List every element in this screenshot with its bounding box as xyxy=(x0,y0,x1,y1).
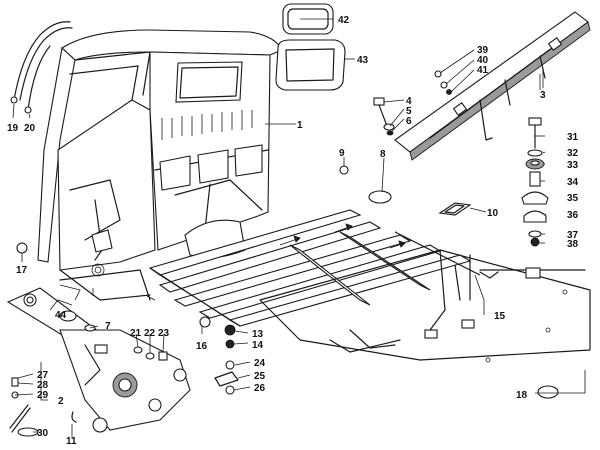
callout-15: 15 xyxy=(494,311,506,322)
callout-7: 7 xyxy=(105,321,111,332)
callout-13: 13 xyxy=(252,329,264,340)
callout-31: 31 xyxy=(567,132,579,143)
callout-10: 10 xyxy=(487,208,499,219)
bolt-assembly-4-6 xyxy=(373,97,395,136)
callout-28: 28 xyxy=(37,380,49,391)
callout-3: 3 xyxy=(540,90,546,101)
floor-frame-rails xyxy=(148,209,591,363)
callout-40: 40 xyxy=(477,55,489,66)
body-mount-stack xyxy=(521,117,549,247)
leader-lines xyxy=(12,18,586,438)
callout-37: 37 xyxy=(567,230,579,241)
callout-43: 43 xyxy=(357,55,369,66)
callout-38: 38 xyxy=(567,239,579,250)
callout-36: 36 xyxy=(567,210,579,221)
callout-44: 44 xyxy=(55,310,67,321)
front-cross-member xyxy=(6,287,191,433)
plug-10 xyxy=(438,202,472,216)
callout-9: 9 xyxy=(339,148,345,159)
door-seal-strips xyxy=(10,21,73,114)
callout-20: 20 xyxy=(24,123,36,134)
callout-6: 6 xyxy=(406,116,412,127)
callout-22: 22 xyxy=(144,328,156,339)
callout-21: 21 xyxy=(130,328,142,339)
frame-rail-upper xyxy=(394,11,591,161)
callout-24: 24 xyxy=(254,358,266,369)
callout-14: 14 xyxy=(252,340,264,351)
callout-30: 30 xyxy=(37,428,49,439)
callout-23: 23 xyxy=(158,328,170,339)
callout-1: 1 xyxy=(297,120,303,131)
callout-11: 11 xyxy=(66,436,77,447)
callout-34: 34 xyxy=(567,177,579,188)
callout-32: 32 xyxy=(567,148,579,159)
fasteners-39-41 xyxy=(434,70,452,95)
callout-33: 33 xyxy=(567,160,579,171)
plug-8 xyxy=(368,190,392,204)
grommet-9 xyxy=(339,165,349,175)
callout-labels: 1 2 3 4 5 6 7 8 9 10 11 13 14 15 16 17 1… xyxy=(7,15,579,447)
cab-body-shell xyxy=(37,29,283,301)
callout-2: 2 xyxy=(58,396,64,407)
callout-41: 41 xyxy=(477,65,489,76)
callout-4: 4 xyxy=(406,96,412,107)
callout-29: 29 xyxy=(37,390,49,401)
callout-25: 25 xyxy=(254,371,266,382)
callout-17: 17 xyxy=(16,265,28,276)
callout-42: 42 xyxy=(338,15,350,26)
callout-8: 8 xyxy=(380,149,386,160)
callout-27: 27 xyxy=(37,370,49,381)
callout-26: 26 xyxy=(254,383,266,394)
callout-16: 16 xyxy=(196,341,208,352)
callout-18: 18 xyxy=(516,390,528,401)
callout-39: 39 xyxy=(477,45,489,56)
window-seal-43 xyxy=(275,39,346,91)
callout-19: 19 xyxy=(7,123,19,134)
callout-35: 35 xyxy=(567,193,579,204)
callout-5: 5 xyxy=(406,106,412,117)
